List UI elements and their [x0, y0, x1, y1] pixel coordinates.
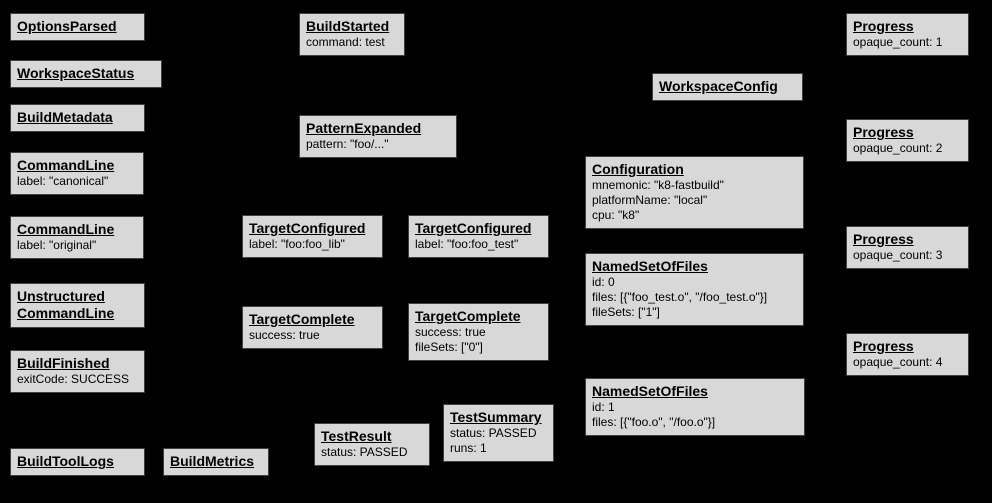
node-attribute: exitCode: SUCCESS	[17, 372, 130, 386]
node-attribute: command: test	[306, 35, 385, 49]
node-title: WorkspaceConfig	[659, 78, 778, 94]
node-test-summary: TestSummary status: PASSED runs: 1	[443, 404, 554, 462]
node-attribute: fileSets: ["0"]	[415, 340, 483, 354]
node-title: BuildMetrics	[170, 453, 255, 469]
node-attribute: label: "canonical"	[17, 174, 109, 188]
node-title: Progress	[853, 338, 914, 354]
node-attribute: pattern: "foo/..."	[306, 137, 389, 151]
node-title: PatternExpanded	[306, 120, 422, 136]
node-progress-1: Progress opaque_count: 1	[846, 13, 969, 56]
node-test-result: TestResult status: PASSED	[314, 423, 430, 466]
node-title: Progress	[853, 231, 914, 247]
node-title: Progress	[853, 18, 914, 34]
node-progress-4: Progress opaque_count: 4	[846, 333, 969, 376]
node-attribute: platformName: "local"	[592, 193, 708, 207]
node-progress-3: Progress opaque_count: 3	[846, 226, 969, 269]
node-title: Progress	[853, 124, 914, 140]
node-attribute: runs: 1	[450, 441, 487, 455]
node-pattern-expanded: PatternExpanded pattern: "foo/..."	[299, 115, 457, 158]
node-title: TestSummary	[450, 409, 542, 425]
node-title: BuildMetadata	[17, 109, 113, 125]
node-attribute: status: PASSED	[321, 445, 408, 459]
node-build-tool-logs: BuildToolLogs	[10, 448, 145, 476]
node-attribute: success: true	[249, 328, 320, 342]
node-target-complete-foo-lib: TargetComplete success: true	[242, 306, 383, 349]
node-named-set-of-files-0: NamedSetOfFiles id: 0 files: [{"foo_test…	[585, 253, 804, 326]
node-named-set-of-files-1: NamedSetOfFiles id: 1 files: [{"foo.o", …	[585, 378, 805, 436]
node-attribute: opaque_count: 2	[853, 141, 943, 155]
node-workspace-config: WorkspaceConfig	[652, 73, 803, 101]
node-attribute: opaque_count: 4	[853, 355, 943, 369]
node-attribute: files: [{"foo_test.o", "/foo_test.o"}]	[592, 290, 768, 304]
node-attribute: mnemonic: "k8-fastbuild"	[592, 178, 724, 192]
node-attribute: cpu: "k8"	[592, 208, 640, 222]
node-attribute: opaque_count: 1	[853, 35, 943, 49]
node-build-metrics: BuildMetrics	[163, 448, 269, 476]
node-attribute: status: PASSED	[450, 426, 537, 440]
node-attribute: label: "foo:foo_test"	[415, 237, 519, 251]
node-command-line-original: CommandLine label: "original"	[10, 216, 144, 259]
node-attribute: files: [{"foo.o", "/foo.o"}]	[592, 415, 716, 429]
node-attribute: id: 0	[592, 275, 615, 289]
node-title: TargetConfigured	[249, 220, 366, 236]
node-unstructured-command-line: Unstructured CommandLine	[10, 283, 145, 328]
node-configuration: Configuration mnemonic: "k8-fastbuild" p…	[585, 156, 804, 229]
node-title: Unstructured CommandLine	[17, 288, 115, 321]
node-attribute: fileSets: ["1"]	[592, 305, 660, 319]
node-title: TestResult	[321, 428, 392, 444]
node-build-finished: BuildFinished exitCode: SUCCESS	[10, 350, 145, 393]
node-title: NamedSetOfFiles	[592, 258, 708, 274]
node-title: TargetComplete	[249, 311, 355, 327]
node-attribute: success: true	[415, 325, 486, 339]
node-title: NamedSetOfFiles	[592, 383, 708, 399]
node-attribute: id: 1	[592, 400, 615, 414]
node-workspace-status: WorkspaceStatus	[10, 60, 162, 88]
node-title: Configuration	[592, 161, 684, 177]
node-title: TargetComplete	[415, 308, 521, 324]
node-target-configured-foo-test: TargetConfigured label: "foo:foo_test"	[408, 215, 549, 258]
node-title: CommandLine	[17, 221, 115, 237]
node-options-parsed: OptionsParsed	[10, 13, 145, 41]
node-title: TargetConfigured	[415, 220, 532, 236]
node-title: WorkspaceStatus	[17, 65, 135, 81]
node-attribute: label: "foo:foo_lib"	[249, 237, 345, 251]
node-title: CommandLine	[17, 157, 115, 173]
node-attribute: label: "original"	[17, 238, 97, 252]
node-target-configured-foo-lib: TargetConfigured label: "foo:foo_lib"	[242, 215, 383, 258]
node-title: BuildFinished	[17, 355, 110, 371]
node-build-started: BuildStarted command: test	[299, 13, 405, 56]
node-attribute: opaque_count: 3	[853, 248, 943, 262]
node-build-metadata: BuildMetadata	[10, 104, 145, 132]
node-title: BuildStarted	[306, 18, 390, 34]
node-title: BuildToolLogs	[17, 453, 114, 469]
node-progress-2: Progress opaque_count: 2	[846, 119, 969, 162]
node-target-complete-foo-test: TargetComplete success: true fileSets: […	[408, 303, 549, 361]
node-command-line-canonical: CommandLine label: "canonical"	[10, 152, 144, 195]
node-title: OptionsParsed	[17, 18, 117, 34]
